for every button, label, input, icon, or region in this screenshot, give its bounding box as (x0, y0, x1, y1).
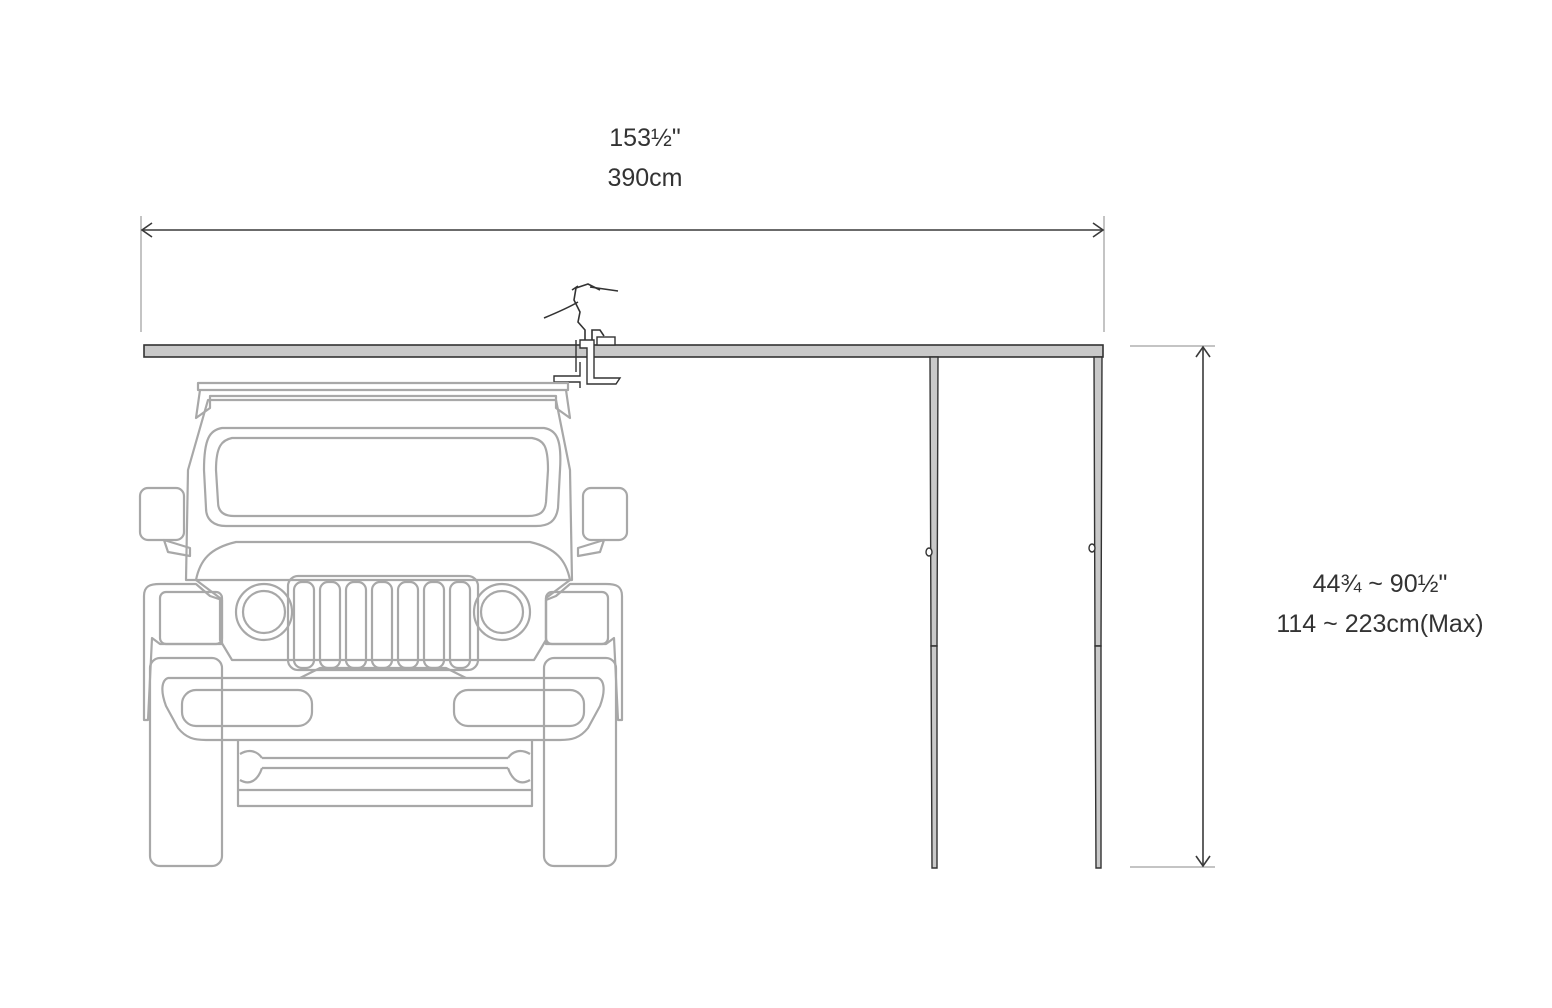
latch-handle (543, 283, 619, 340)
vehicle-outline (138, 381, 629, 868)
height-imperial: 44¾ ~ 90½" (1312, 570, 1448, 598)
height-dimension-label: 44¾ ~ 90½" 114 ~ 223cm(Max) (1230, 564, 1530, 644)
width-dimension (140, 216, 1105, 332)
support-pole-left (925, 356, 939, 869)
mounting-bracket (553, 336, 622, 388)
height-metric: 114 ~ 223cm(Max) (1276, 610, 1484, 638)
width-metric: 390cm (607, 164, 683, 192)
width-imperial: 153½" (609, 124, 681, 152)
height-dimension (1130, 345, 1215, 868)
width-dimension-label: 153½" 390cm (520, 118, 770, 198)
awning-bar (143, 344, 1104, 358)
support-pole-right (1088, 356, 1103, 869)
